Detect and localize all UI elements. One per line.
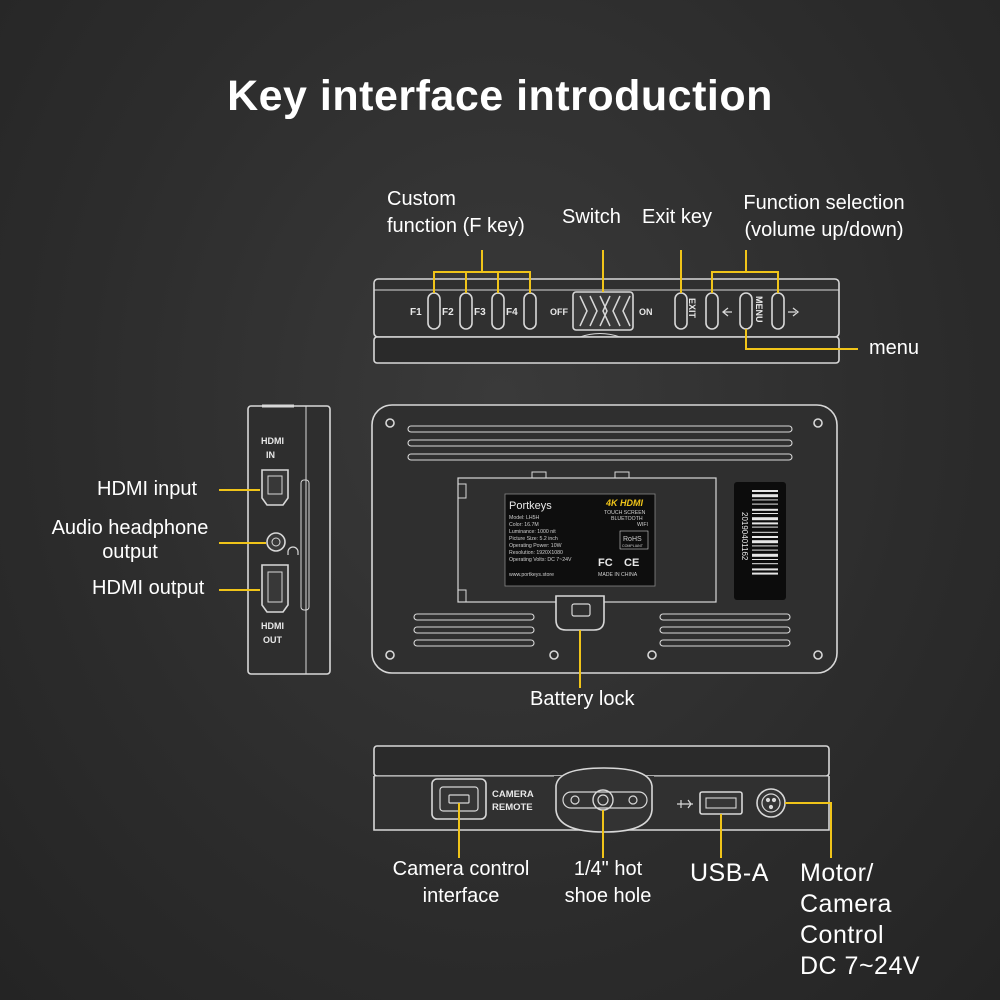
switch-label: Switch — [562, 206, 621, 228]
arrow-right-icon — [788, 307, 800, 317]
barcode-bar — [752, 563, 778, 565]
custom-function-label: Custom function (F key) — [387, 188, 525, 237]
side-view-callouts — [219, 489, 266, 591]
spec-sticker: Portkeys 4K HDMI TOUCH SCREEN BLUETOOTH … — [504, 493, 656, 587]
made-in-text: MADE IN CHINA — [598, 572, 638, 578]
f2-text: F2 — [442, 307, 454, 318]
usb-icon — [677, 799, 693, 809]
headphone-icon — [287, 546, 299, 555]
camera-control-label: Camera control interface — [392, 858, 530, 907]
bottom-view-device — [373, 745, 830, 833]
barcode-bar — [752, 531, 778, 533]
side-view-device — [247, 404, 331, 675]
barcode-bar — [752, 490, 778, 492]
menu-text: MENU — [754, 296, 764, 323]
bottom-view-callouts — [458, 802, 832, 858]
spec-line: Operating Power: 10W — [509, 543, 562, 549]
hdmi-out-text-1: HDMI — [261, 621, 284, 631]
usb-a-label: USB-A — [690, 859, 769, 887]
f4-text: F4 — [506, 307, 518, 318]
feature-text: WIFI — [637, 522, 648, 528]
spec-line: Model: LH5H — [509, 515, 540, 521]
hot-shoe-label: 1/4" hot shoe hole — [564, 858, 652, 907]
motor-control-label: Motor/ Camera Control DC 7~24V — [800, 859, 921, 980]
battery-lock[interactable] — [555, 595, 605, 631]
dc-port — [756, 788, 786, 818]
barcode-bar — [752, 549, 778, 551]
hot-shoe-mount — [555, 767, 653, 833]
exit-key-label: Exit key — [642, 206, 713, 228]
barcode-bar — [752, 513, 778, 514]
off-text: OFF — [550, 307, 568, 317]
barcode-bar — [752, 540, 778, 544]
barcode-bar — [752, 545, 778, 547]
feature-text: TOUCH SCREEN — [604, 510, 646, 516]
audio-headphone-label: Audio headphone output — [51, 517, 209, 563]
barcode-bar — [752, 536, 778, 538]
f1-text: F1 — [410, 307, 422, 318]
barcode-bar — [752, 559, 778, 560]
spec-line: Resolution: 1920X1080 — [509, 550, 563, 556]
barcode-label: 20190401162 — [734, 482, 786, 600]
spec-line: Operating Volts: DC 7~24V — [509, 557, 572, 563]
spec-line: Luminance: 1000 nit — [509, 529, 556, 535]
hdmi-badge-text: 4K HDMI — [605, 498, 644, 508]
hdmi-input-label: HDMI input — [97, 478, 198, 500]
camera-remote-text-1: CAMERA — [492, 789, 534, 800]
hdmi-in-port — [261, 469, 289, 506]
top-view-callouts — [433, 250, 858, 350]
barcode-bar — [752, 508, 778, 511]
f3-text: F3 — [474, 307, 486, 318]
serial-number: 20190401162 — [740, 512, 749, 561]
barcode-bar — [752, 572, 778, 575]
headphone-jack — [266, 532, 286, 552]
spec-line: www.portkeys.store — [509, 572, 554, 578]
hdmi-output-label: HDMI output — [92, 577, 205, 599]
barcode-bar — [752, 503, 778, 505]
camera-remote-text-2: REMOTE — [492, 802, 533, 813]
barcode-bar — [752, 526, 778, 528]
ce-mark: CE — [624, 557, 639, 569]
battery-lock-label: Battery lock — [530, 688, 635, 710]
top-view-device — [373, 278, 840, 364]
brand-text: Portkeys — [509, 500, 552, 512]
spec-line: Color: 16.7M — [509, 522, 539, 528]
hdmi-out-text-2: OUT — [263, 635, 283, 645]
feature-text: BLUETOOTH — [611, 516, 643, 522]
fc-mark: FC — [598, 557, 613, 569]
barcode-bar — [752, 568, 778, 571]
rohs-sub-text: COMPLIANT — [622, 544, 644, 548]
barcode-bar — [752, 553, 778, 557]
hdmi-in-text-1: HDMI — [261, 436, 284, 446]
barcode-bar — [752, 499, 778, 501]
rohs-text: RoHS — [623, 536, 642, 543]
on-text: ON — [639, 307, 653, 317]
spec-line: Picture Size: 5.2 inch — [509, 536, 558, 542]
barcode-bar — [752, 522, 778, 525]
hdmi-in-text-2: IN — [266, 450, 275, 460]
page-title: Key interface introduction — [227, 72, 773, 120]
function-selection-label: Function selection (volume up/down) — [743, 192, 905, 241]
arrow-left-icon — [721, 307, 732, 317]
barcode-bar — [752, 494, 778, 498]
menu-label: menu — [869, 337, 920, 359]
barcode-bar — [752, 517, 778, 521]
exit-text: EXIT — [687, 298, 697, 319]
